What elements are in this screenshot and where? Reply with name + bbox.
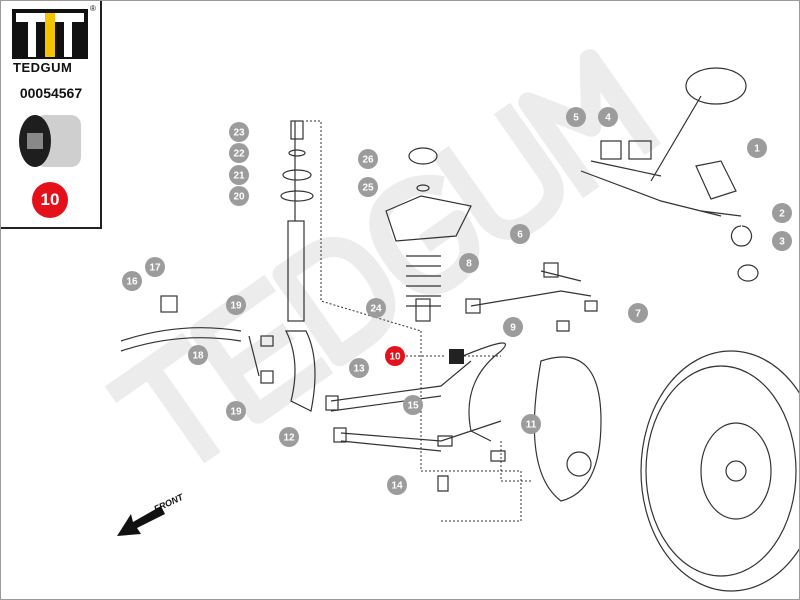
callout-9-marker — [503, 317, 523, 337]
callout-2-label: 2 — [779, 209, 785, 220]
callout-21-marker — [229, 165, 249, 185]
callout-4-label: 4 — [605, 113, 611, 124]
callout-1-label: 1 — [754, 144, 760, 155]
callout-19-marker — [226, 401, 246, 421]
callout-16-label: 16 — [126, 277, 138, 288]
callout-16-marker — [122, 271, 142, 291]
front-arrow-icon — [117, 506, 165, 536]
callout-20-marker — [229, 186, 249, 206]
callout-23-label: 23 — [233, 128, 245, 139]
callout-15-label: 15 — [407, 401, 419, 412]
product-panel: ® TEDGUM 00054567 10 — [1, 1, 102, 229]
callout-5-marker — [566, 107, 586, 127]
bushing-part-10 — [449, 349, 464, 364]
callout-19-label: 19 — [230, 301, 242, 312]
dotted-leaders — [306, 120, 531, 522]
callout-group: 1234567891011121314151617181919202122232… — [122, 107, 792, 495]
callout-3-marker — [772, 231, 792, 251]
callout-22-label: 22 — [233, 149, 245, 160]
callout-11-label: 11 — [526, 420, 537, 431]
callout-4-marker — [598, 107, 618, 127]
callout-7-marker — [628, 303, 648, 323]
callout-18-label: 18 — [192, 351, 204, 362]
callout-24-marker — [366, 298, 386, 318]
callout-5-label: 5 — [573, 113, 579, 124]
callout-8-label: 8 — [466, 259, 472, 270]
callout-10-label: 10 — [389, 352, 401, 363]
brand-name: TEDGUM — [13, 60, 73, 75]
callout-14-marker — [387, 475, 407, 495]
callout-25-marker — [358, 177, 378, 197]
callout-17-marker — [145, 257, 165, 277]
callout-13-marker — [349, 358, 369, 378]
callout-26-label: 26 — [362, 155, 374, 166]
callout-25-label: 25 — [362, 183, 374, 194]
callout-24-label: 24 — [370, 304, 382, 315]
callout-12-label: 12 — [283, 433, 295, 444]
callout-15-marker — [403, 395, 423, 415]
callout-11-marker — [521, 414, 541, 434]
callout-19-marker — [226, 295, 246, 315]
suspension-drawing — [120, 67, 799, 592]
callout-9-label: 9 — [510, 323, 516, 334]
callout-22-marker — [229, 143, 249, 163]
callout-6-label: 6 — [517, 230, 523, 241]
tedgum-logo — [12, 9, 88, 59]
callout-8-marker — [459, 253, 479, 273]
callout-26-marker — [358, 149, 378, 169]
callout-18-marker — [188, 345, 208, 365]
callout-23-marker — [229, 122, 249, 142]
registered-mark: ® — [90, 4, 96, 13]
callout-19-label: 19 — [230, 407, 242, 418]
callout-3-label: 3 — [779, 237, 785, 248]
callout-7-label: 7 — [635, 309, 641, 320]
callout-14-label: 14 — [391, 481, 403, 492]
callout-1-marker — [747, 138, 767, 158]
callout-6-marker — [510, 224, 530, 244]
position-badge: 10 — [32, 182, 68, 218]
callout-10-marker — [385, 346, 405, 366]
callout-13-label: 13 — [353, 364, 365, 375]
callout-21-label: 21 — [233, 171, 245, 182]
bushing-photo — [19, 115, 81, 167]
callout-12-marker — [279, 427, 299, 447]
callout-20-label: 20 — [233, 192, 245, 203]
callout-2-marker — [772, 203, 792, 223]
callout-17-label: 17 — [149, 263, 161, 274]
part-number: 00054567 — [19, 85, 83, 101]
